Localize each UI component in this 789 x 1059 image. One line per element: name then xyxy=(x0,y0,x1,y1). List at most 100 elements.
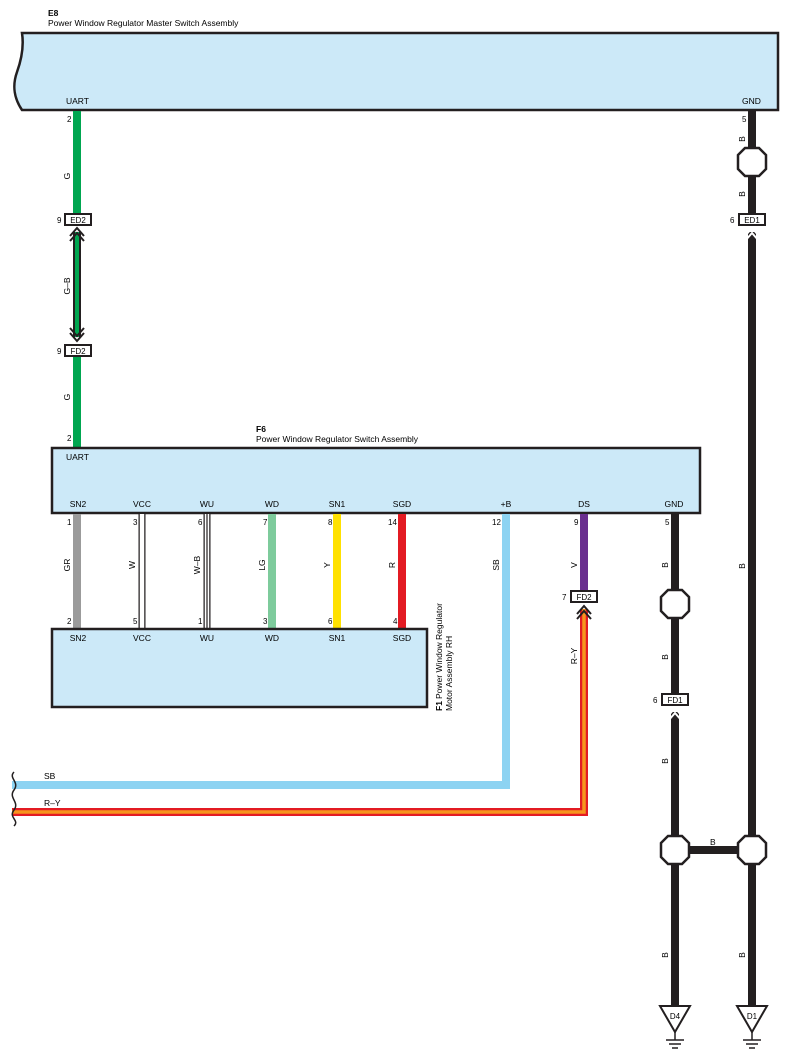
f6-box xyxy=(50,446,702,515)
chevron-up-icon xyxy=(576,604,592,620)
f1-terminal-labels: SN2 VCC WU WD SN1 SGD xyxy=(70,633,411,643)
connector-fd2-left: FD2 xyxy=(64,344,92,357)
wire-label-wu: W–B xyxy=(192,555,202,574)
f1-terminal-wd: WD xyxy=(265,633,279,643)
wire-label-ds: V xyxy=(569,562,579,568)
f1-name-line2: Motor Assembly RH xyxy=(444,636,454,711)
f6-pin-sgd: 14 xyxy=(388,518,397,527)
f1-pin-sn1: 6 xyxy=(328,617,333,626)
connector-ed1: ED1 xyxy=(738,213,766,226)
connector-ed1-label: ED1 xyxy=(744,216,760,225)
f6-pin-wd: 7 xyxy=(263,518,268,527)
f6-terminal-wd: WD xyxy=(265,499,279,509)
f6-terminal-plus-b: +B xyxy=(501,499,512,509)
f6-terminal-gnd: GND xyxy=(665,499,684,509)
wire-label-wd: LG xyxy=(257,559,267,570)
splice-point xyxy=(736,146,768,178)
chevron-up-icon xyxy=(69,226,85,242)
f1-pin-numbers: 2 5 1 3 6 4 xyxy=(67,617,398,626)
wire-label-sn2: GR xyxy=(62,559,72,572)
f1-title: F1 Power Window Regulator Motor Assembly… xyxy=(434,603,454,711)
f1-terminal-vcc: VCC xyxy=(133,633,151,643)
f1-pin-sn2: 2 xyxy=(67,617,72,626)
e8-name: Power Window Regulator Master Switch Ass… xyxy=(48,18,239,28)
f1-pin-wu: 1 xyxy=(198,617,203,626)
wire-label-plus-b: SB xyxy=(491,559,501,571)
connector-fd1-pin: 6 xyxy=(653,696,658,705)
wire-label-f6-gnd: B xyxy=(660,562,670,568)
wire-label-uart-mid: G–B xyxy=(62,277,72,294)
f1-pin-sgd: 4 xyxy=(393,617,398,626)
ground-d1: D1 xyxy=(735,1005,769,1049)
f6-terminal-sgd: SGD xyxy=(393,499,411,509)
f1-pin-wd: 3 xyxy=(263,617,268,626)
wire-label-left-ry: R–Y xyxy=(44,798,61,808)
f6-name: Power Window Regulator Switch Assembly xyxy=(256,434,419,444)
wire-ry xyxy=(12,609,588,816)
wire-label-uart-lower: G xyxy=(62,394,72,401)
wire-label-vcc: W xyxy=(127,561,137,569)
chevron-down-icon xyxy=(69,327,85,343)
f6-terminal-labels: SN2 VCC WU WD SN1 SGD +B DS GND xyxy=(70,499,684,509)
wire-label-sgd: R xyxy=(387,562,397,568)
f6-terminal-sn2: SN2 xyxy=(70,499,87,509)
f6-pin-sn1: 8 xyxy=(328,518,333,527)
wire-label-sn1: Y xyxy=(322,562,332,568)
splice-point xyxy=(736,834,768,866)
f6-pin-plus-b: 12 xyxy=(492,518,501,527)
ground-d4: D4 xyxy=(658,1005,692,1049)
connector-ed1-pin: 6 xyxy=(730,216,735,225)
f6-pin-numbers: 1 3 6 7 8 14 12 9 5 xyxy=(67,518,670,527)
connector-fd2-right: FD2 xyxy=(570,590,598,603)
e8-box xyxy=(13,31,780,112)
connector-ed2-pin: 9 xyxy=(57,216,62,225)
e8-gnd-terminal: GND xyxy=(742,96,761,106)
f6-code: F6 xyxy=(256,424,266,434)
e8-uart-terminal: UART xyxy=(66,96,89,106)
f6-pin-vcc: 3 xyxy=(133,518,138,527)
connector-fd1-label: FD1 xyxy=(667,696,683,705)
wire-label-fd1-upper: B xyxy=(660,654,670,660)
chevron-up-icon xyxy=(667,706,683,722)
wire-plus-b xyxy=(12,514,510,789)
f6-terminal-vcc: VCC xyxy=(133,499,151,509)
f1-box xyxy=(50,627,429,709)
chevron-up-icon xyxy=(744,226,760,242)
f6-terminal-wu: WU xyxy=(200,499,214,509)
f1-pin-vcc: 5 xyxy=(133,617,138,626)
connector-fd2-left-pin: 9 xyxy=(57,347,62,356)
connector-fd2-right-pin: 7 xyxy=(562,593,567,602)
f1-terminal-sgd: SGD xyxy=(393,633,411,643)
wire-label-ds-lower: R–Y xyxy=(569,647,579,664)
wire-label-left-sb: SB xyxy=(44,771,56,781)
wire-label-bridge: B xyxy=(710,837,716,847)
f1-terminal-wu: WU xyxy=(200,633,214,643)
f1-code: F1 xyxy=(434,701,444,711)
connector-ed2: ED2 xyxy=(64,213,92,226)
connector-fd1: FD1 xyxy=(661,693,689,706)
connector-ed2-label: ED2 xyxy=(70,216,86,225)
f6-pin-sn2: 1 xyxy=(67,518,72,527)
connector-fd2-left-label: FD2 xyxy=(70,347,86,356)
wire-label-d4-drop: B xyxy=(660,952,670,958)
f6-terminal-sn1: SN1 xyxy=(329,499,346,509)
splice-point xyxy=(659,588,691,620)
f6-uart-pin: 2 xyxy=(67,434,72,443)
f1-terminal-sn2: SN2 xyxy=(70,633,87,643)
connector-fd2-right-label: FD2 xyxy=(576,593,592,602)
wire-break-icon xyxy=(11,771,17,827)
wire-label-d1-drop: B xyxy=(737,952,747,958)
f1-name-line1: Power Window Regulator xyxy=(434,603,444,699)
f6-terminal-ds: DS xyxy=(578,499,590,509)
splice-point xyxy=(659,834,691,866)
ground-d4-label: D4 xyxy=(670,1012,681,1021)
f6-uart-terminal: UART xyxy=(66,452,89,462)
wire-labels-f6: GR W W–B LG Y R SB V B xyxy=(62,555,670,574)
ground-d1-label: D1 xyxy=(747,1012,758,1021)
wire-label-gnd-upper-2: B xyxy=(737,191,747,197)
wire-label-gnd-long: B xyxy=(737,563,747,569)
f6-pin-gnd: 5 xyxy=(665,518,670,527)
e8-gnd-pin: 5 xyxy=(742,115,747,124)
f1-terminal-sn1: SN1 xyxy=(329,633,346,643)
